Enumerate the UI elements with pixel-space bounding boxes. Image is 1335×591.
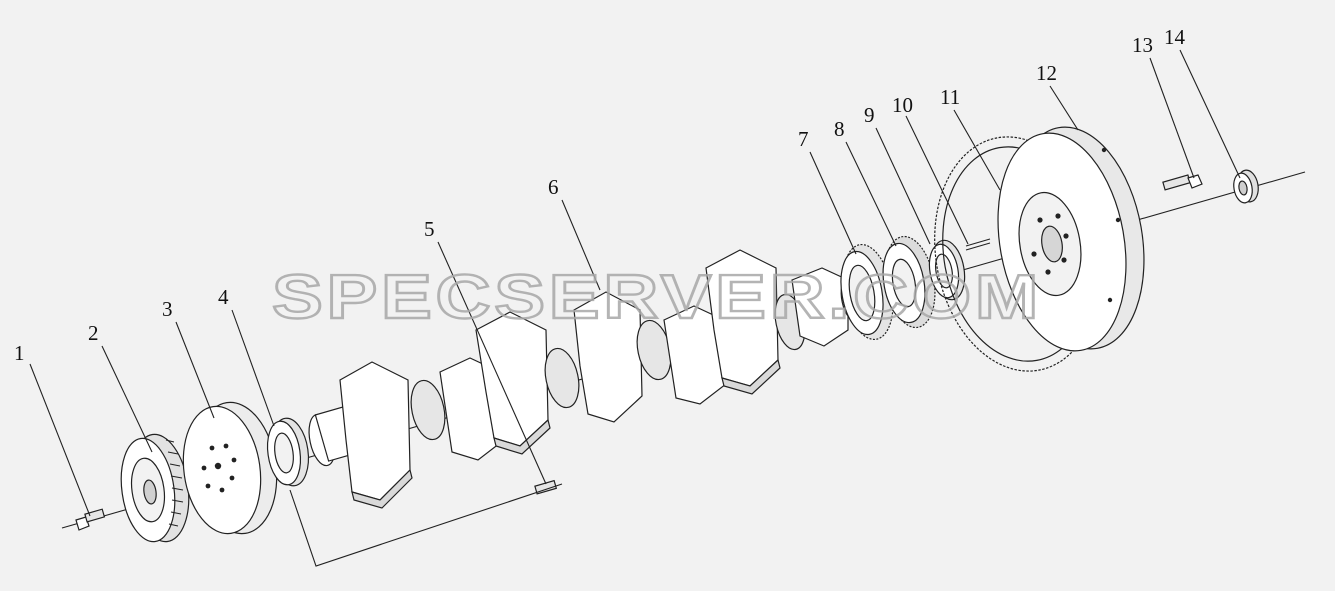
bracket-line — [289, 483, 563, 567]
callout-3: 3 — [162, 297, 173, 321]
part-12-flywheel — [997, 126, 1145, 352]
part-1-bolt — [75, 508, 106, 531]
part-3-damper — [182, 401, 278, 535]
callout-14: 14 — [1164, 25, 1186, 49]
callout-10: 10 — [892, 93, 913, 117]
callout-11: 11 — [940, 85, 960, 109]
callout-2: 2 — [88, 321, 99, 345]
callout-12: 12 — [1036, 61, 1057, 85]
part-9-ring — [928, 239, 966, 301]
part-4-seal-ring — [266, 417, 310, 487]
leader-lines — [29, 49, 1241, 517]
part-10-pin — [965, 238, 991, 251]
crankshaft-bolt — [534, 479, 558, 495]
part-7-gear — [840, 243, 894, 341]
watermark-text: SPECSERVER.COM — [272, 263, 1042, 332]
callout-1: 1 — [14, 341, 25, 365]
callout-8: 8 — [834, 117, 845, 141]
part-13-bolt — [1162, 174, 1203, 191]
part-14-bearing — [1233, 169, 1259, 204]
callout-7: 7 — [798, 127, 809, 151]
part-2-pulley — [120, 433, 190, 543]
callout-9: 9 — [864, 103, 875, 127]
callout-4: 4 — [218, 285, 229, 309]
callout-6: 6 — [548, 175, 559, 199]
callout-13: 13 — [1132, 33, 1153, 57]
callout-5: 5 — [424, 217, 435, 241]
callout-labels: 1 2 3 4 5 6 7 8 9 10 11 12 13 14 — [14, 25, 1186, 365]
